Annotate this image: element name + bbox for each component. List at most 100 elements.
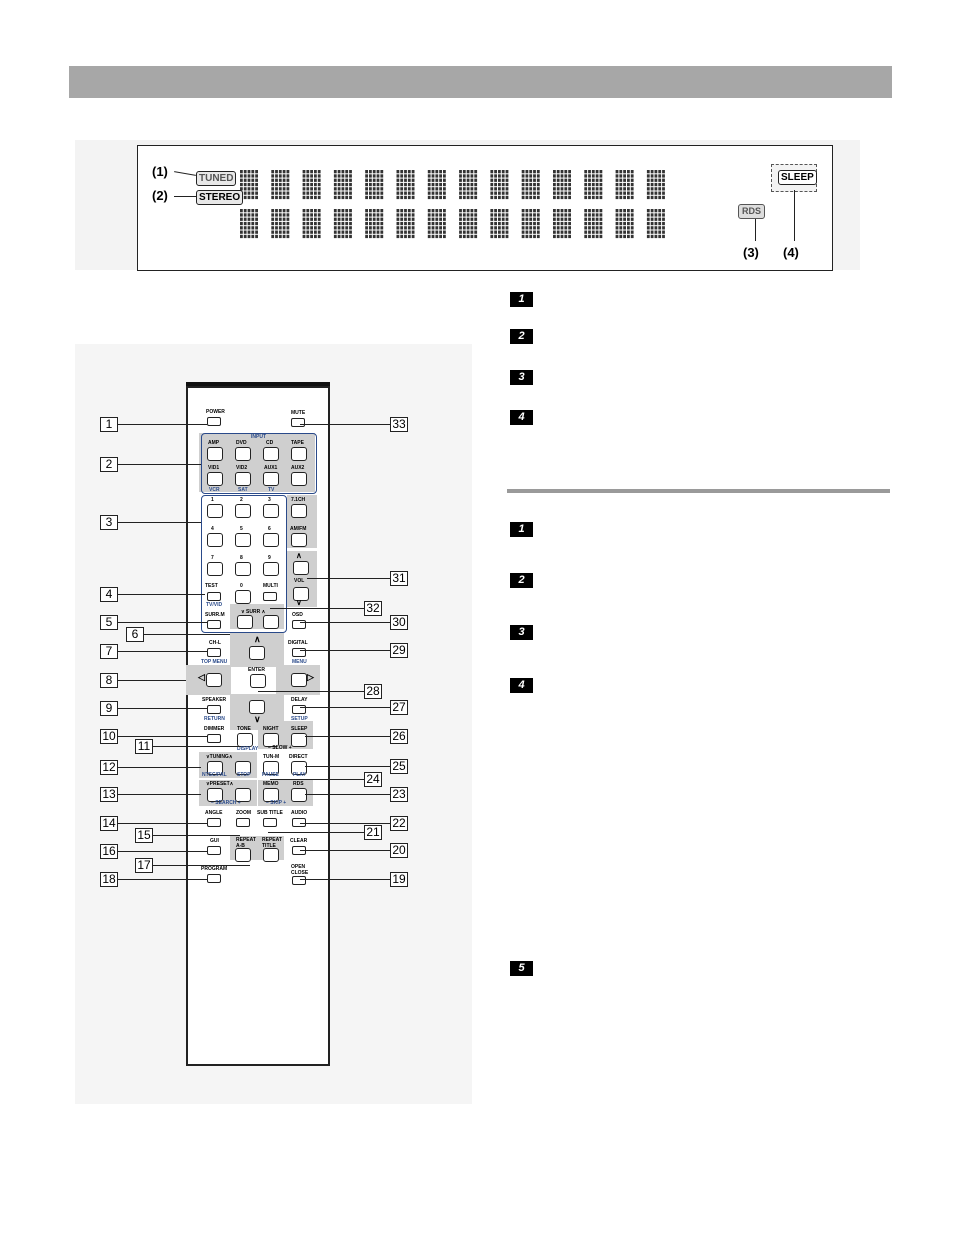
osd-button[interactable] (292, 620, 306, 629)
matrix-character-cell (396, 209, 415, 239)
mute-button[interactable] (291, 418, 305, 427)
power-button[interactable] (207, 417, 221, 426)
tvvid-label: TV/VID (206, 602, 223, 608)
tone-button[interactable] (237, 733, 253, 747)
volume-down-button[interactable] (293, 587, 309, 601)
key-8-button[interactable] (235, 562, 251, 576)
aux2-button[interactable] (291, 472, 307, 486)
key-6-button[interactable] (263, 533, 279, 547)
key-8-label: 8 (240, 555, 243, 561)
callout-number: 25 (390, 759, 408, 774)
tun-m-button[interactable] (263, 761, 279, 775)
matrix-character-cell (302, 209, 321, 239)
program-button[interactable] (207, 874, 221, 883)
cd-button[interactable] (263, 447, 279, 461)
numeric-keypad-frame (201, 495, 287, 633)
callout-leader (118, 823, 207, 824)
callout-number: 28 (364, 684, 382, 699)
callout-number: 19 (390, 872, 408, 887)
audio-label: AUDIO (291, 810, 308, 816)
night-button[interactable] (263, 733, 279, 747)
surr-down-button[interactable] (237, 615, 253, 629)
pause-label: PAUSE (262, 772, 279, 778)
matrix-character-cell (240, 209, 258, 239)
tuning-down-button[interactable] (207, 761, 223, 775)
callout-number: 29 (390, 643, 408, 658)
callout-number: 1 (100, 417, 118, 432)
callout-leader (300, 650, 390, 651)
vid2-button[interactable] (235, 472, 251, 486)
amp-label: AMP (208, 440, 220, 446)
cursor-up-button[interactable] (249, 646, 265, 660)
key-0-label: 0 (240, 583, 243, 589)
sleep-button[interactable] (291, 733, 307, 747)
ntsc-pal-label: NTSC/PAL (202, 772, 227, 778)
matrix-character-cell (396, 170, 415, 200)
preset-label: ∨PRESET∧ (206, 781, 234, 787)
vid1-button[interactable] (207, 472, 223, 486)
indicator-number-3: (3) (743, 245, 759, 260)
sleep-indicator: SLEEP (778, 170, 817, 185)
top-menu-label: TOP MENU (201, 659, 228, 665)
display-label: DISPLAY (237, 746, 259, 752)
repeat-ab-button[interactable] (235, 848, 251, 862)
sat-label: SAT (238, 487, 248, 493)
ch-l-button[interactable] (207, 648, 221, 657)
matrix-character-cell (271, 209, 290, 239)
digital-button[interactable] (292, 648, 306, 657)
zoom-button[interactable] (236, 818, 250, 827)
key-9-button[interactable] (263, 562, 279, 576)
dvd-button[interactable] (235, 447, 251, 461)
callout-number: 26 (390, 729, 408, 744)
memo-button[interactable] (263, 788, 279, 802)
surr-mode-button[interactable] (207, 620, 221, 629)
step-badge-5: 5 (510, 961, 533, 976)
open-close-button[interactable] (292, 876, 306, 885)
rds-button[interactable] (291, 788, 307, 802)
cursor-left-button[interactable] (206, 673, 222, 687)
multi-button[interactable] (263, 592, 277, 601)
key-0-button[interactable] (235, 590, 251, 604)
angle-label: ANGLE (205, 810, 223, 816)
key-2-button[interactable] (235, 504, 251, 518)
key-5-button[interactable] (235, 533, 251, 547)
callout-leader (268, 832, 364, 833)
audio-button[interactable] (292, 818, 306, 827)
angle-button[interactable] (207, 818, 221, 827)
gui-button[interactable] (207, 846, 221, 855)
ch71-button[interactable] (291, 504, 307, 518)
subtitle-button[interactable] (263, 818, 277, 827)
preset-down-button[interactable] (207, 788, 223, 802)
surr-mode-label: SURR.M (205, 612, 225, 618)
cursor-right-button[interactable] (291, 673, 307, 687)
amfm-button[interactable] (291, 533, 307, 547)
key-7-button[interactable] (207, 562, 223, 576)
key-3-button[interactable] (263, 504, 279, 518)
key-4-button[interactable] (207, 533, 223, 547)
direct-button[interactable] (291, 761, 307, 775)
tuning-up-button[interactable] (235, 761, 251, 775)
vol-up-arrow-icon: ∧ (296, 551, 302, 560)
test-button[interactable] (207, 592, 221, 601)
enter-button[interactable] (250, 674, 266, 688)
key-1-button[interactable] (207, 504, 223, 518)
repeat-title-button[interactable] (263, 848, 279, 862)
key-9-label: 9 (268, 555, 271, 561)
amp-button[interactable] (207, 447, 223, 461)
cursor-down-button[interactable] (249, 700, 265, 714)
callout-number: 14 (100, 816, 118, 831)
callout-number: 22 (390, 816, 408, 831)
surr-up-button[interactable] (263, 615, 279, 629)
delay-button[interactable] (292, 705, 306, 714)
matrix-character-cell (459, 170, 478, 200)
callout-leader (144, 634, 230, 635)
tape-button[interactable] (291, 447, 307, 461)
dimmer-button[interactable] (207, 734, 221, 743)
preset-up-button[interactable] (235, 788, 251, 802)
aux1-button[interactable] (263, 472, 279, 486)
callout-leader (305, 794, 390, 795)
speaker-button[interactable] (207, 705, 221, 714)
callout-number: 8 (100, 673, 118, 688)
volume-up-button[interactable] (293, 561, 309, 575)
callout-leader (118, 651, 207, 652)
